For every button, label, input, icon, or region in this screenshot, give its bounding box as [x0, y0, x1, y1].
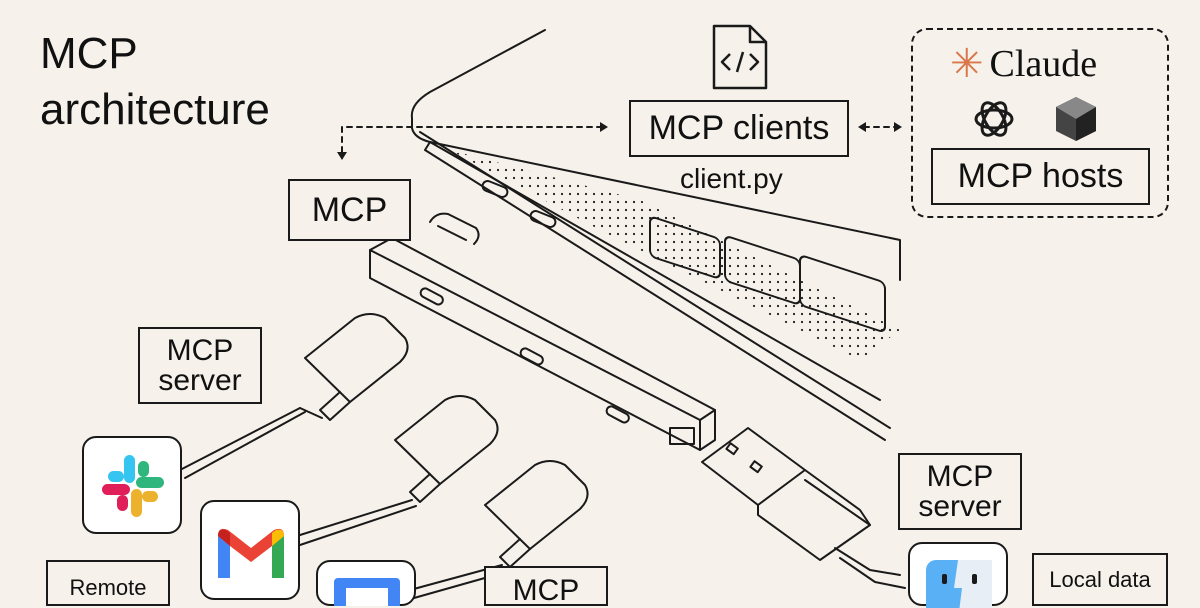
mcp-clients-box: MCP clients	[629, 100, 849, 157]
usb-c-cable-3	[409, 460, 589, 599]
local-mcp-server-box: MCP server	[898, 453, 1022, 530]
gmail-icon	[218, 528, 284, 578]
mcp-hosts-box: MCP hosts	[931, 148, 1150, 205]
client-filename: client.py	[680, 163, 783, 194]
laptop-base	[429, 141, 901, 281]
finder-app-tile	[908, 542, 1008, 608]
laptop-key	[649, 216, 721, 279]
laptop-port	[481, 180, 509, 198]
laptop-port	[529, 210, 557, 228]
finder-icon	[926, 560, 992, 608]
claude-star-icon: ✳	[950, 41, 984, 86]
dashed-arrow-clients-to-hub	[341, 126, 603, 159]
mcp-hub-box: MCP	[288, 179, 411, 241]
bottom-mcp-server-box: MCP	[484, 566, 608, 607]
file-code-icon	[712, 24, 768, 90]
hub-port	[419, 287, 444, 306]
usb-c-cable-1	[179, 313, 409, 479]
hub-port	[605, 405, 630, 424]
remote-label-box: Remote	[46, 560, 170, 606]
claude-logo: ✳ Claude	[950, 41, 1098, 86]
perplexity-icon	[1056, 97, 1096, 141]
laptop-lid	[410, 29, 546, 119]
speaker-grill	[450, 150, 900, 360]
hub-port	[519, 347, 544, 366]
usb-c-cable-2	[299, 395, 499, 546]
remote-mcp-server-box: MCP server	[138, 327, 262, 404]
slack-app-tile	[82, 436, 182, 534]
calendar-icon	[334, 578, 400, 606]
calendar-app-tile	[316, 560, 416, 606]
laptop-key	[799, 255, 886, 332]
local-data-label-box: Local data	[1032, 553, 1168, 606]
slack-icon	[102, 455, 164, 517]
usb-a-cable	[701, 427, 906, 589]
page-title: MCP architecture	[40, 29, 270, 134]
mcp-hosts-group	[911, 28, 1169, 218]
openai-icon	[974, 101, 1014, 137]
gmail-app-tile	[200, 500, 300, 600]
